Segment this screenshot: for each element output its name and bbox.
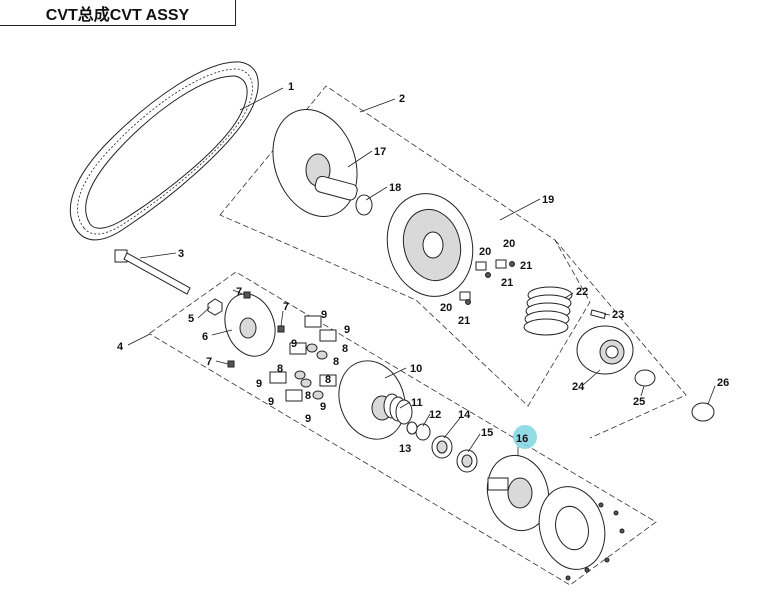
bolt-7b-part[interactable] <box>277 325 285 333</box>
nut-5-part[interactable] <box>207 298 223 316</box>
outer-assembly-boundary <box>554 239 687 439</box>
callout-13: 13 <box>399 443 411 455</box>
spider-cover-24-part[interactable] <box>576 325 634 375</box>
callout-3: 3 <box>178 248 184 260</box>
callout-6: 6 <box>202 331 208 343</box>
callout-8c: 8 <box>325 374 331 386</box>
callout-8b: 8 <box>333 356 339 368</box>
pin-21c-part[interactable] <box>465 299 471 305</box>
driven-fixed-sheave-part[interactable] <box>479 449 557 538</box>
callout-20b: 20 <box>503 238 515 250</box>
bolt-7c-part[interactable] <box>227 360 235 368</box>
pin-21a-part[interactable] <box>509 261 515 267</box>
center-bolt-part[interactable] <box>114 249 191 295</box>
callout-7b: 7 <box>283 301 289 313</box>
weight-9c-part[interactable] <box>289 342 307 355</box>
weight-9e-part[interactable] <box>285 389 303 402</box>
snap-ring-18-part[interactable] <box>355 194 373 216</box>
roller-20c-part[interactable] <box>459 291 471 301</box>
callout-9f: 9 <box>320 401 326 413</box>
drive-pulley-assembly-boundary <box>219 85 591 407</box>
callout-20a: 20 <box>479 246 491 258</box>
callout-4: 4 <box>117 341 124 353</box>
callout-24: 24 <box>572 381 585 393</box>
ring-26-part[interactable] <box>691 402 715 422</box>
callout-7c: 7 <box>206 356 212 368</box>
callout-8a: 8 <box>342 343 348 355</box>
pin-23-part[interactable] <box>590 309 607 320</box>
callout-11: 11 <box>411 397 423 409</box>
cam-plate-6-part[interactable] <box>217 287 284 364</box>
diagram-title: CVT总成CVT ASSY <box>45 6 190 24</box>
ring-13-part[interactable] <box>406 421 418 435</box>
roller-8e-part[interactable] <box>312 390 324 400</box>
callout-21a: 21 <box>520 260 532 272</box>
drive-belt-part[interactable] <box>69 61 259 241</box>
roller-8c-part[interactable] <box>294 370 306 380</box>
callout-5: 5 <box>188 313 194 325</box>
callout-12: 12 <box>429 409 441 421</box>
screw-e-part[interactable] <box>584 567 590 573</box>
drive-movable-sheave-part[interactable] <box>376 184 484 306</box>
callout-9b: 9 <box>344 324 350 336</box>
highlight-marker-16 <box>513 425 537 449</box>
callout-9a: 9 <box>321 309 327 321</box>
pin-21b-part[interactable] <box>485 272 491 278</box>
callout-25: 25 <box>633 396 645 408</box>
callout-16: 16 <box>516 433 528 445</box>
roller-8d-part[interactable] <box>300 378 312 388</box>
callout-7a: 7 <box>236 286 242 298</box>
spring-11-part[interactable] <box>383 393 413 425</box>
callout-26: 26 <box>717 377 729 389</box>
weight-9d-part[interactable] <box>269 371 287 384</box>
roller-8b-part[interactable] <box>316 350 328 360</box>
callout-10: 10 <box>410 363 422 375</box>
callout-8d: 8 <box>277 363 283 375</box>
roller-20b-part[interactable] <box>495 259 507 269</box>
callout-17: 17 <box>374 146 386 158</box>
weight-9a-part[interactable] <box>304 315 322 328</box>
callout-9c: 9 <box>291 338 297 350</box>
drive-fixed-sheave-part[interactable] <box>259 98 372 229</box>
callout-15: 15 <box>481 427 493 439</box>
callout-21b: 21 <box>501 277 513 289</box>
screw-a-part[interactable] <box>598 502 604 508</box>
callout-19: 19 <box>542 194 554 206</box>
callout-22: 22 <box>576 286 588 298</box>
spring-22-part[interactable] <box>523 286 573 336</box>
screw-f-part[interactable] <box>565 575 571 581</box>
callout-2: 2 <box>399 93 405 105</box>
callout-23: 23 <box>612 309 624 321</box>
ring-25-part[interactable] <box>634 369 656 387</box>
bearing-15-part[interactable] <box>456 449 478 473</box>
callout-20c: 20 <box>440 302 452 314</box>
screw-c-part[interactable] <box>619 528 625 534</box>
roller-8a-part[interactable] <box>306 343 318 353</box>
callout-14: 14 <box>458 409 471 421</box>
ring-12-part[interactable] <box>415 423 431 441</box>
callout-18: 18 <box>389 182 401 194</box>
bushing-14-part[interactable] <box>431 435 453 459</box>
callout-21c: 21 <box>458 315 470 327</box>
weight-9f-part[interactable] <box>319 374 337 387</box>
screw-b-part[interactable] <box>613 510 619 516</box>
weight-9b-part[interactable] <box>319 329 337 342</box>
leader-lines <box>127 87 716 456</box>
callout-1: 1 <box>288 81 294 93</box>
callout-9d: 9 <box>256 378 262 390</box>
callout-8e: 8 <box>305 390 311 402</box>
driven-movable-sheave-part[interactable] <box>328 351 416 448</box>
callout-9e: 9 <box>268 396 274 408</box>
roller-20a-part[interactable] <box>475 261 487 271</box>
screw-d-part[interactable] <box>604 557 610 563</box>
callout-labels: 1 2 3 4 5 6 7 7 7 8 8 8 8 8 9 9 9 9 9 9 … <box>117 81 729 455</box>
callout-9g: 9 <box>305 413 311 425</box>
diagram-title-box: CVT总成CVT ASSY <box>0 0 236 26</box>
cover-plate-part[interactable] <box>530 479 614 577</box>
